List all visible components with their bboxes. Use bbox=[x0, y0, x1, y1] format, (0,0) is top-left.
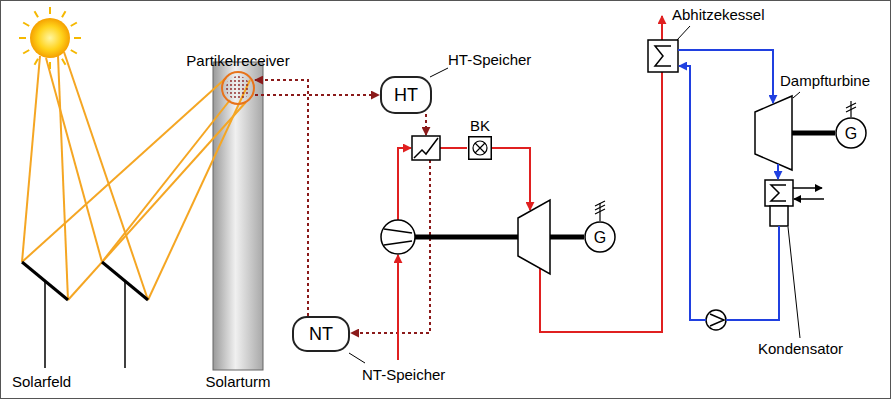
gas-cycle bbox=[398, 16, 662, 360]
particle-connector bbox=[255, 94, 379, 96]
burner-box bbox=[469, 137, 492, 160]
node-label: Partikelreceiver bbox=[186, 52, 289, 69]
cooling-water bbox=[793, 188, 824, 199]
generator: G bbox=[584, 221, 616, 253]
node-heading: HT-Speicher bbox=[448, 51, 531, 68]
particle-connector bbox=[255, 80, 308, 316]
turbine-label: Dampfturbine bbox=[780, 72, 870, 89]
generator-circle bbox=[836, 118, 866, 148]
generator-circle bbox=[585, 222, 615, 252]
field-label: Solarfeld bbox=[12, 373, 71, 390]
burner-symbol bbox=[473, 141, 487, 155]
node-heading: NT-Speicher bbox=[362, 366, 445, 383]
solar-tower-node: SolarturmPartikelreceiver bbox=[213, 62, 263, 370]
node-label: HT bbox=[394, 85, 418, 105]
node-label: NT bbox=[309, 324, 333, 344]
burner-cross bbox=[475, 143, 485, 153]
boiler-label: Abhitzekessel bbox=[672, 6, 765, 23]
heliostats bbox=[22, 262, 148, 368]
steam-cycle bbox=[678, 50, 779, 320]
sun-beams bbox=[22, 52, 250, 300]
combustion-chamber: BK bbox=[468, 136, 492, 160]
particle-curtain bbox=[226, 76, 250, 100]
condenser-label: Kondensator bbox=[758, 340, 843, 357]
node-label: Solarturm bbox=[205, 373, 270, 390]
storage-tank: NTNT-Speicher bbox=[292, 316, 350, 352]
sun-rays bbox=[19, 7, 81, 69]
generator-terminals bbox=[595, 101, 856, 221]
storage-tank: HTHT-Speicher bbox=[380, 76, 432, 114]
node-label: G bbox=[594, 229, 606, 246]
particle-receiver: Partikelreceiver bbox=[221, 71, 255, 105]
node-label: BK bbox=[470, 117, 490, 134]
machines bbox=[381, 40, 793, 330]
leader-lines bbox=[349, 26, 800, 363]
receiver-outline bbox=[222, 72, 254, 104]
generator: G bbox=[835, 117, 867, 149]
node-label: G bbox=[845, 125, 857, 142]
